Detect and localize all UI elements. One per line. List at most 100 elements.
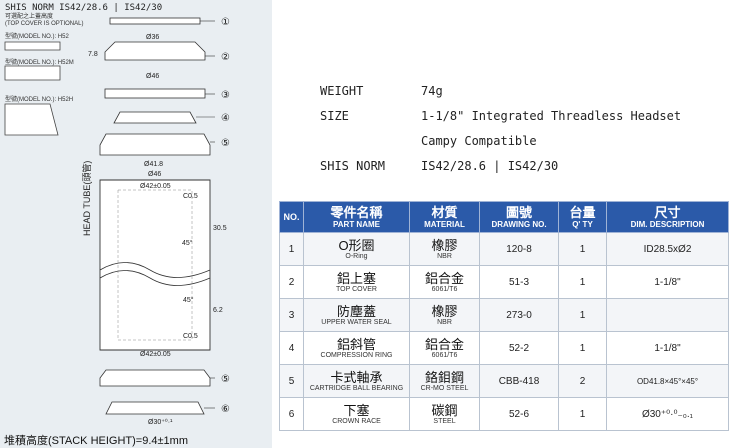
model-h52: 型號(MODEL NO.): H52	[5, 34, 69, 40]
head-tube	[99, 179, 211, 351]
svg-text:③: ③	[221, 90, 230, 101]
cell-drawing-no: CBB-418	[479, 364, 559, 398]
spec-label: SIZE	[320, 109, 349, 123]
cell-qty: 1	[558, 265, 607, 299]
spec-value: 1-1/8" Integrated Threadless Headset	[421, 109, 682, 123]
svg-text:6.2: 6.2	[213, 307, 223, 314]
part-5-upper-bearing	[99, 133, 211, 156]
spec-value: IS42/28.6 | IS42/30	[421, 159, 559, 173]
cell-drawing-no: 52-6	[479, 397, 559, 431]
svg-text:C0.5: C0.5	[183, 333, 198, 340]
svg-text:①: ①	[221, 17, 230, 28]
part-5-lower-bearing	[99, 369, 211, 387]
svg-text:Ø46: Ø46	[146, 73, 159, 80]
cell-dim	[606, 298, 729, 332]
part-3-water-seal	[104, 88, 206, 99]
svg-text:45°: 45°	[182, 239, 193, 247]
cell-qty: 1	[558, 232, 607, 266]
svg-text:Ø42±0.05: Ø42±0.05	[140, 183, 171, 190]
svg-text:⑤: ⑤	[221, 138, 230, 149]
svg-text:④: ④	[221, 113, 230, 124]
cell-no: 4	[279, 331, 304, 365]
cell-drawing-no: 273-0	[479, 298, 559, 332]
svg-text:⑥: ⑥	[221, 404, 230, 415]
svg-text:C0.5: C0.5	[183, 193, 198, 200]
model-h52m: 型號(MODEL NO.): H52M	[5, 60, 74, 66]
technical-drawing-panel: SHIS NORM IS42/28.6 | IS42/30 可選配之上蓋高度 (…	[0, 0, 272, 448]
dimension-labels: Ø36 Ø46 7.8 Ø41.8 Ø46 Ø42±0.05 C0.5 45° …	[88, 34, 227, 426]
note-line-1: 可選配之上蓋高度	[5, 14, 54, 20]
spec-label: SHIS NORM	[320, 159, 386, 173]
cell-dim: OD41.8×45°×45°	[606, 364, 729, 398]
part-2-top-cover	[104, 41, 206, 61]
svg-text:Ø30⁺⁰·¹: Ø30⁺⁰·¹	[148, 418, 173, 426]
cell-qty: 1	[558, 397, 607, 431]
spec-value: 74g	[421, 84, 443, 98]
optional-cover-shapes	[4, 41, 61, 136]
optional-note: 可選配之上蓋高度 (TOP COVER IS OPTIONAL)	[5, 14, 83, 28]
svg-text:Ø42±0.05: Ø42±0.05	[140, 351, 171, 358]
svg-text:30.5: 30.5	[213, 225, 227, 232]
cell-qty: 1	[558, 331, 607, 365]
cell-dim: ID28.5xØ2	[606, 232, 729, 266]
cell-dim: Ø30⁺⁰·⁰₋₀.₁	[606, 397, 729, 431]
cell-no: 1	[279, 232, 304, 266]
model-h52h: 型號(MODEL NO.): H52H	[5, 97, 74, 103]
svg-text:Ø41.8: Ø41.8	[144, 161, 163, 168]
part-6-crown-race	[105, 401, 205, 415]
header-no: NO.	[279, 201, 304, 233]
cell-drawing-no: 120-8	[479, 232, 559, 266]
cell-no: 6	[279, 397, 304, 431]
cell-no: 3	[279, 298, 304, 332]
cell-dim: 1-1/8"	[606, 331, 729, 365]
drawing-header: SHIS NORM IS42/28.6 | IS42/30	[5, 3, 163, 13]
svg-text:⑤: ⑤	[221, 374, 230, 385]
svg-text:Ø46: Ø46	[148, 171, 161, 178]
part-4-compression-ring	[113, 111, 197, 124]
stack-height: 堆積高度(STACK HEIGHT)=9.4±1mm	[4, 435, 188, 447]
svg-text:Ø36: Ø36	[146, 34, 159, 41]
callout-numbers: ① ② ③ ④ ⑤ ⑤ ⑥	[221, 17, 230, 415]
cell-qty: 2	[558, 364, 607, 398]
cell-drawing-no: 51-3	[479, 265, 559, 299]
headset-exploded-drawing: ① ② ③ ④ ⑤ ⑤ ⑥ Ø36 Ø46 7.8 Ø41.8 Ø46 Ø42±…	[4, 17, 230, 426]
svg-text:②: ②	[221, 52, 230, 63]
cell-dim: 1-1/8"	[606, 265, 729, 299]
head-tube-label: HEAD TUBE(頭管)	[82, 160, 92, 236]
cell-drawing-no: 52-2	[479, 331, 559, 365]
cell-qty: 1	[558, 298, 607, 332]
svg-text:45°: 45°	[183, 296, 194, 304]
spec-label: WEIGHT	[320, 84, 364, 98]
cell-no: 2	[279, 265, 304, 299]
spec-value: Campy Compatible	[421, 134, 537, 148]
note-line-2: (TOP COVER IS OPTIONAL)	[5, 21, 84, 27]
part-1-oring	[109, 17, 201, 25]
cell-no: 5	[279, 364, 304, 398]
svg-text:7.8: 7.8	[88, 51, 98, 58]
